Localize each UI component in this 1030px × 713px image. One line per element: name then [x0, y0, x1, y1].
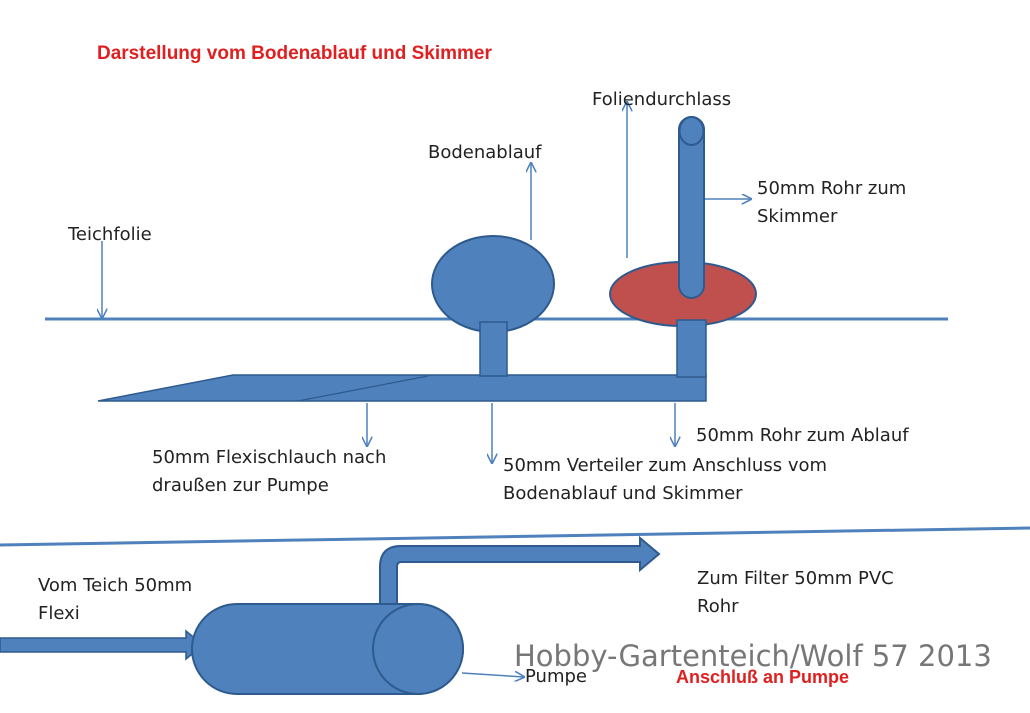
- label-verteiler-line2: Bodenablauf und Skimmer: [503, 483, 743, 504]
- section-divider: [0, 526, 1030, 547]
- label-flexischlauch-line2: draußen zur Pumpe: [152, 475, 329, 496]
- pump-end-cap: [372, 603, 464, 695]
- label-rohr-skimmer-line2: Skimmer: [757, 206, 838, 227]
- label-zum-filter: Zum Filter 50mm PVC Rohr: [697, 565, 894, 621]
- label-rohr-skimmer-line1: 50mm Rohr zum: [757, 178, 907, 199]
- pump-inlet-arrow: [0, 629, 205, 661]
- skimmer-pipe-top-opening: [678, 116, 705, 146]
- label-flexischlauch: 50mm Flexischlauch nach draußen zur Pump…: [152, 444, 386, 500]
- label-verteiler: 50mm Verteiler zum Anschluss vom Bodenab…: [503, 452, 827, 508]
- label-vom-teich: Vom Teich 50mm Flexi: [38, 572, 192, 628]
- label-bodenablauf: Bodenablauf: [428, 142, 542, 163]
- bottom-drain-dome: [431, 235, 555, 333]
- distributor-pipe: [97, 374, 707, 402]
- diagram-title: Darstellung vom Bodenablauf und Skimmer: [97, 43, 492, 64]
- label-vom-teich-line2: Flexi: [38, 603, 80, 624]
- label-zum-filter-line2: Rohr: [697, 596, 739, 617]
- label-rohr-ablauf: 50mm Rohr zum Ablauf: [696, 425, 909, 446]
- label-rohr-skimmer: 50mm Rohr zum Skimmer: [757, 175, 906, 231]
- bottom-drain-stem: [479, 321, 508, 377]
- label-flexischlauch-line1: 50mm Flexischlauch nach: [152, 447, 387, 468]
- label-foliendurchlass: Foliendurchlass: [592, 89, 732, 110]
- label-zum-filter-line1: Zum Filter 50mm PVC: [697, 568, 894, 589]
- skimmer-pipe-lower: [676, 319, 707, 378]
- label-vom-teich-line1: Vom Teich 50mm: [38, 575, 193, 596]
- arrow-pumpe: [461, 673, 524, 677]
- label-anschluss-pumpe: Anschluß an Pumpe: [676, 667, 850, 687]
- watermark: Hobby-Gartenteich/Wolf 57 2013: [514, 639, 992, 673]
- pipe-seam: [297, 375, 429, 402]
- label-pumpe: Pumpe: [525, 666, 587, 687]
- label-teichfolie: Teichfolie: [68, 224, 152, 245]
- label-verteiler-line1: 50mm Verteiler zum Anschluss vom: [503, 455, 828, 476]
- pump-outlet-pipe: [379, 535, 661, 605]
